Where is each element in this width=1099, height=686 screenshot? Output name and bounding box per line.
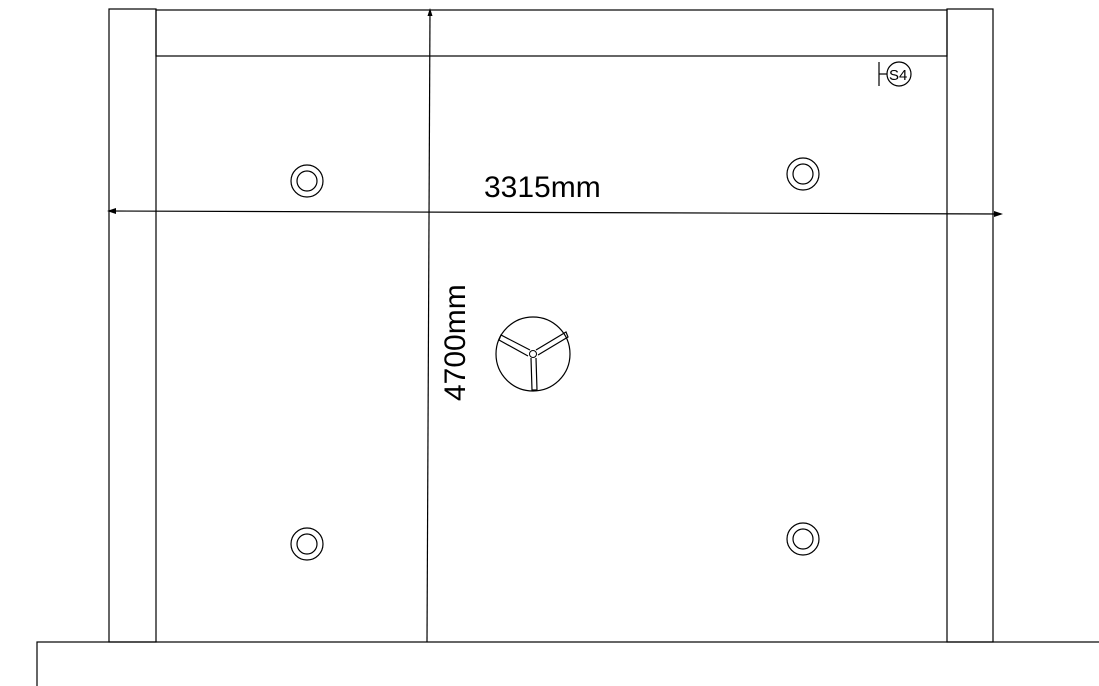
recessed-light-icon xyxy=(786,522,820,556)
sensor-tag-label: S4 xyxy=(889,67,907,84)
height-dimension-label: 4700mm xyxy=(439,284,472,401)
top-beam xyxy=(155,9,948,57)
width-dimension-line xyxy=(108,210,1002,215)
width-dimension-label: 3315mm xyxy=(484,171,601,204)
width-dimension-arrow-right xyxy=(994,211,1003,217)
ceiling-fan-icon xyxy=(495,316,571,392)
recessed-light-icon xyxy=(290,164,324,198)
left-column xyxy=(108,8,157,643)
height-dimension-arrow xyxy=(427,8,433,16)
recessed-light-icon xyxy=(786,157,820,191)
sensor-tag: S4 xyxy=(878,61,912,87)
recessed-light-icon xyxy=(290,527,324,561)
floor-slab xyxy=(36,641,1099,686)
height-dimension-line xyxy=(426,9,431,643)
right-column xyxy=(946,8,994,643)
width-dimension-arrow-left xyxy=(107,208,116,214)
